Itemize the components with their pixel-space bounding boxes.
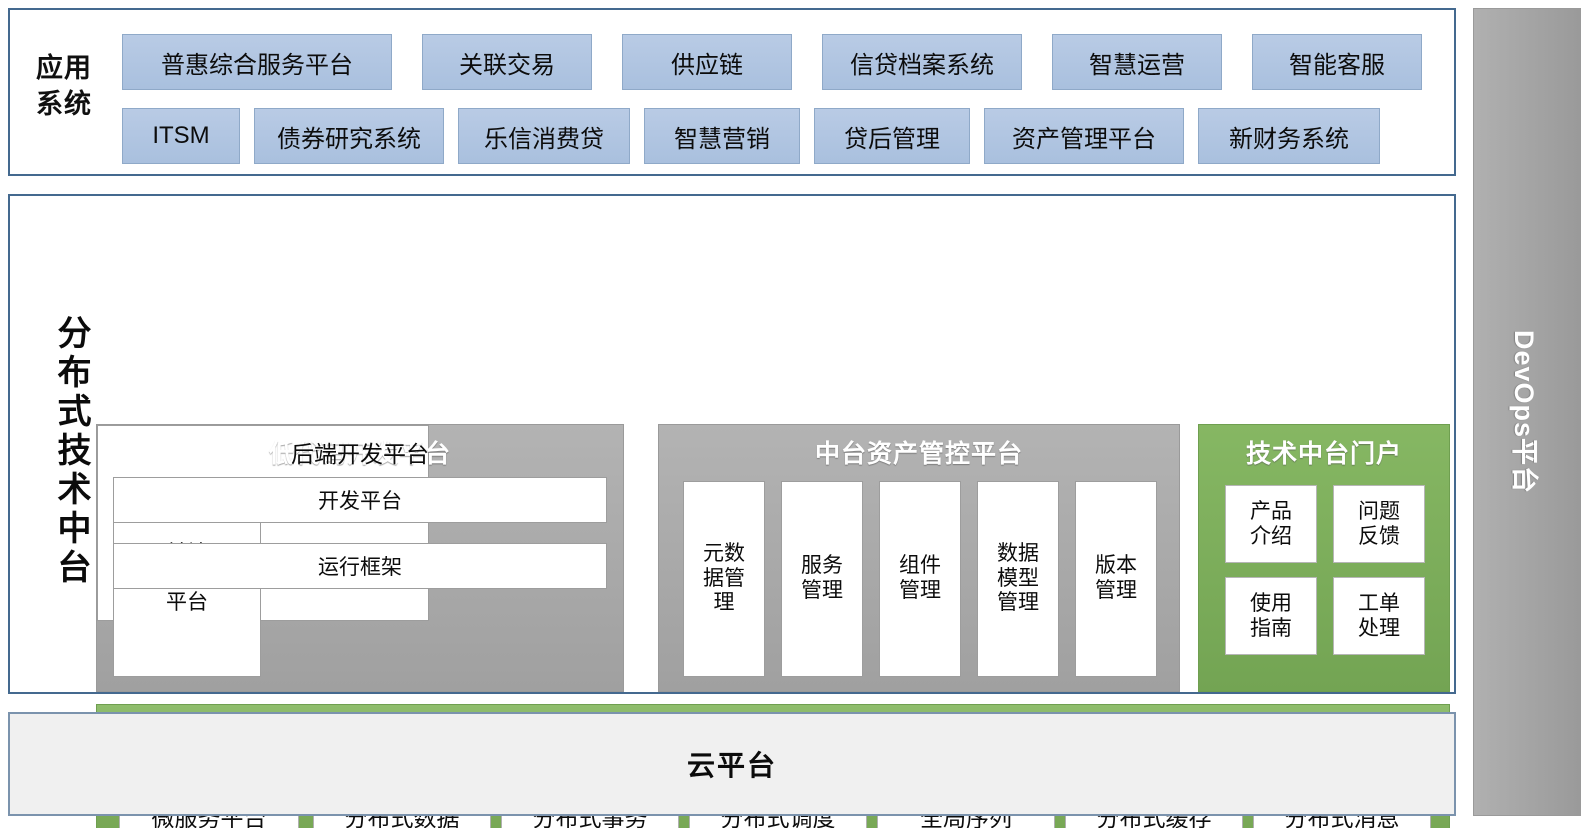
asset-card-line: 服务 <box>801 554 843 578</box>
tech-portal-title: 技术中台门户 <box>1245 440 1402 468</box>
app-system-chip-3[interactable]: 信贷档案系统 <box>822 34 1022 90</box>
asset-card-line: 管理 <box>899 579 941 602</box>
back-end-dev-platform-title: 后端开发平台 <box>291 441 429 467</box>
app-system-chip-4[interactable]: 智慧运营 <box>1052 34 1222 90</box>
asset-card-line: 管理 <box>801 579 843 602</box>
runtime-framework-card[interactable]: 运行框架 <box>113 543 607 589</box>
portal-card-line: 工单 <box>1358 591 1400 615</box>
asset-card-line: 元数 <box>703 541 745 565</box>
asset-control-card-2[interactable]: 组件管理 <box>879 481 961 677</box>
application-systems-label: 应用 系统 <box>24 50 104 123</box>
asset-control-platform-group: 中台资产管控平台 元数据管理服务管理组件管理数据模型管理版本管理 <box>658 424 1180 692</box>
devops-platform-sidebar: DevOps平台 <box>1473 8 1581 816</box>
portal-card-line: 介绍 <box>1250 525 1292 548</box>
portal-card-line: 反馈 <box>1358 525 1400 548</box>
tech-middle-platform-portal-group: 技术中台门户 产品介绍问题反馈使用指南工单处理 <box>1198 424 1450 692</box>
cloud-platform-panel: 云平台 <box>8 712 1456 816</box>
asset-card-line: 管理 <box>997 591 1039 615</box>
app-system-chip-row2-3[interactable]: 智慧营销 <box>644 108 800 164</box>
app-system-chip-0[interactable]: 普惠综合服务平台 <box>122 34 392 90</box>
app-system-chip-1[interactable]: 关联交易 <box>422 34 592 90</box>
app-system-chip-row2-0[interactable]: ITSM <box>122 108 240 164</box>
asset-card-line: 数据 <box>997 541 1039 565</box>
asset-card-line: 组件 <box>899 554 941 578</box>
application-systems-panel: 应用 系统 普惠综合服务平台关联交易供应链信贷档案系统智慧运营智能客服 ITSM… <box>8 8 1456 176</box>
portal-card-1[interactable]: 问题反馈 <box>1333 485 1425 563</box>
portal-card-line: 指南 <box>1250 617 1292 640</box>
cloud-platform-label: 云平台 <box>686 750 777 781</box>
portal-card-line: 处理 <box>1358 617 1400 640</box>
application-systems-row-1: 普惠综合服务平台关联交易供应链信贷档案系统智慧运营智能客服 <box>114 34 1444 90</box>
asset-control-platform-title: 中台资产管控平台 <box>814 440 1023 468</box>
portal-card-2[interactable]: 使用指南 <box>1225 577 1317 655</box>
application-systems-label-line1: 应用 <box>36 53 92 83</box>
app-system-chip-row2-2[interactable]: 乐信消费贷 <box>458 108 630 164</box>
app-system-chip-row2-6[interactable]: 新财务系统 <box>1198 108 1380 164</box>
app-system-chip-row2-4[interactable]: 贷后管理 <box>814 108 970 164</box>
application-systems-label-line2: 系统 <box>36 89 92 120</box>
asset-control-card-0[interactable]: 元数据管理 <box>683 481 765 677</box>
asset-card-line: 版本 <box>1095 554 1137 578</box>
app-system-chip-5[interactable]: 智能客服 <box>1252 34 1422 90</box>
portal-card-3[interactable]: 工单处理 <box>1333 577 1425 655</box>
asset-control-card-1[interactable]: 服务管理 <box>781 481 863 677</box>
dev-platform-card[interactable]: 开发平台 <box>113 477 607 523</box>
low-code-platform-group: 低代码开发平台 前端 开发 平台 后端开发平台 开发平台 运行框架 <box>96 424 624 692</box>
asset-card-line: 理 <box>713 591 735 615</box>
devops-platform-label: DevOps平台 <box>1509 329 1540 495</box>
app-system-chip-2[interactable]: 供应链 <box>622 34 792 90</box>
low-code-platform-title: 低代码开发平台 <box>268 440 451 468</box>
app-system-chip-row2-1[interactable]: 债券研究系统 <box>254 108 444 164</box>
portal-card-line: 使用 <box>1250 591 1292 615</box>
asset-control-card-3[interactable]: 数据模型管理 <box>977 481 1059 677</box>
portal-card-line: 问题 <box>1358 499 1400 523</box>
asset-card-line: 模型 <box>997 566 1039 590</box>
portal-card-line: 产品 <box>1250 499 1292 523</box>
asset-control-card-4[interactable]: 版本管理 <box>1075 481 1157 677</box>
asset-card-line: 管理 <box>1095 579 1137 602</box>
middle-platform-vertical-label: 分布式技术中台 <box>52 314 89 588</box>
asset-card-line: 据管 <box>703 566 745 590</box>
app-system-chip-row2-5[interactable]: 资产管理平台 <box>984 108 1184 164</box>
portal-card-0[interactable]: 产品介绍 <box>1225 485 1317 563</box>
front-end-line-3: 平台 <box>166 591 208 615</box>
